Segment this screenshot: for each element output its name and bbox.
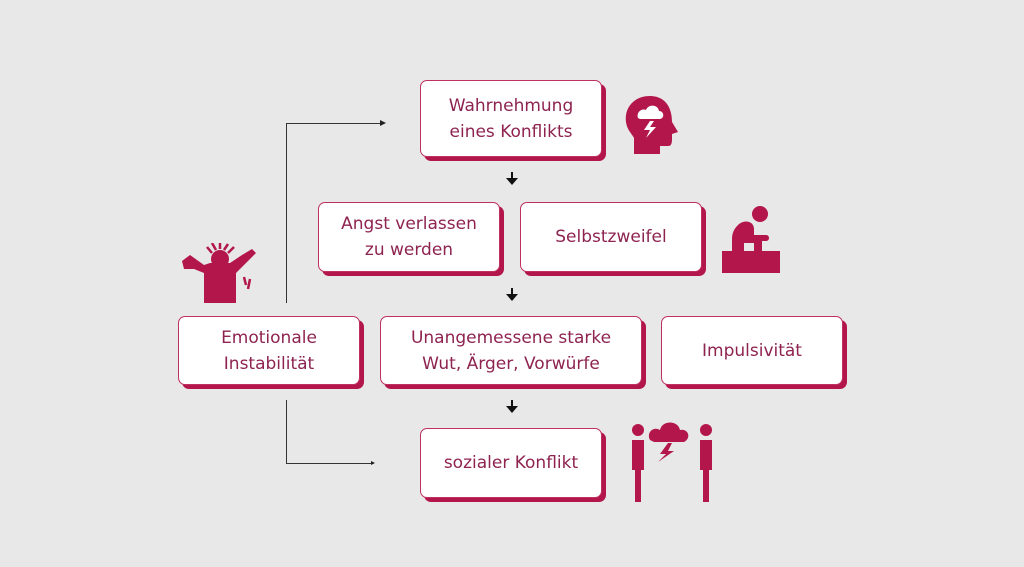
box-text: Selbstzweifel	[555, 227, 667, 247]
arrow-down-icon	[506, 172, 518, 185]
box-text: eines Konflikts	[449, 121, 573, 142]
box-text: Wahrnehmung	[448, 95, 574, 116]
arrow-right-icon	[371, 461, 375, 465]
box-text: Unangemessene starke	[410, 327, 612, 348]
connector-horizontal-bottom	[286, 463, 372, 464]
box-social-conflict: sozialer Konflikt	[420, 428, 602, 498]
box-text: Wut, Ärger, Vorwürfe	[422, 353, 600, 374]
box-text: Emotionale	[221, 327, 317, 348]
two-people-conflict-icon	[632, 422, 712, 502]
head-storm-icon	[625, 96, 678, 154]
connector-vertical-bottom	[286, 400, 287, 464]
arrow-down-icon	[506, 400, 518, 413]
box-fear-of-abandonment: Angst verlassen zu werden	[318, 202, 500, 272]
box-text: Instabilität	[223, 353, 315, 374]
sitting-person-icon	[722, 206, 780, 273]
frustrated-person-icon	[182, 243, 256, 303]
box-perception-of-conflict: Wahrnehmung eines Konflikts	[420, 80, 602, 157]
connector-vertical-top	[286, 123, 287, 303]
box-text: zu werden	[364, 240, 454, 260]
connector-horizontal-top	[286, 123, 380, 124]
box-text: sozialer Konflikt	[443, 453, 579, 473]
box-self-doubt: Selbstzweifel	[520, 202, 702, 272]
box-impulsivity: Impulsivität	[661, 316, 843, 385]
arrow-down-icon	[506, 288, 518, 301]
arrow-right-icon	[380, 120, 386, 126]
box-text: Impulsivität	[702, 340, 802, 361]
box-text: Angst verlassen	[341, 214, 477, 234]
